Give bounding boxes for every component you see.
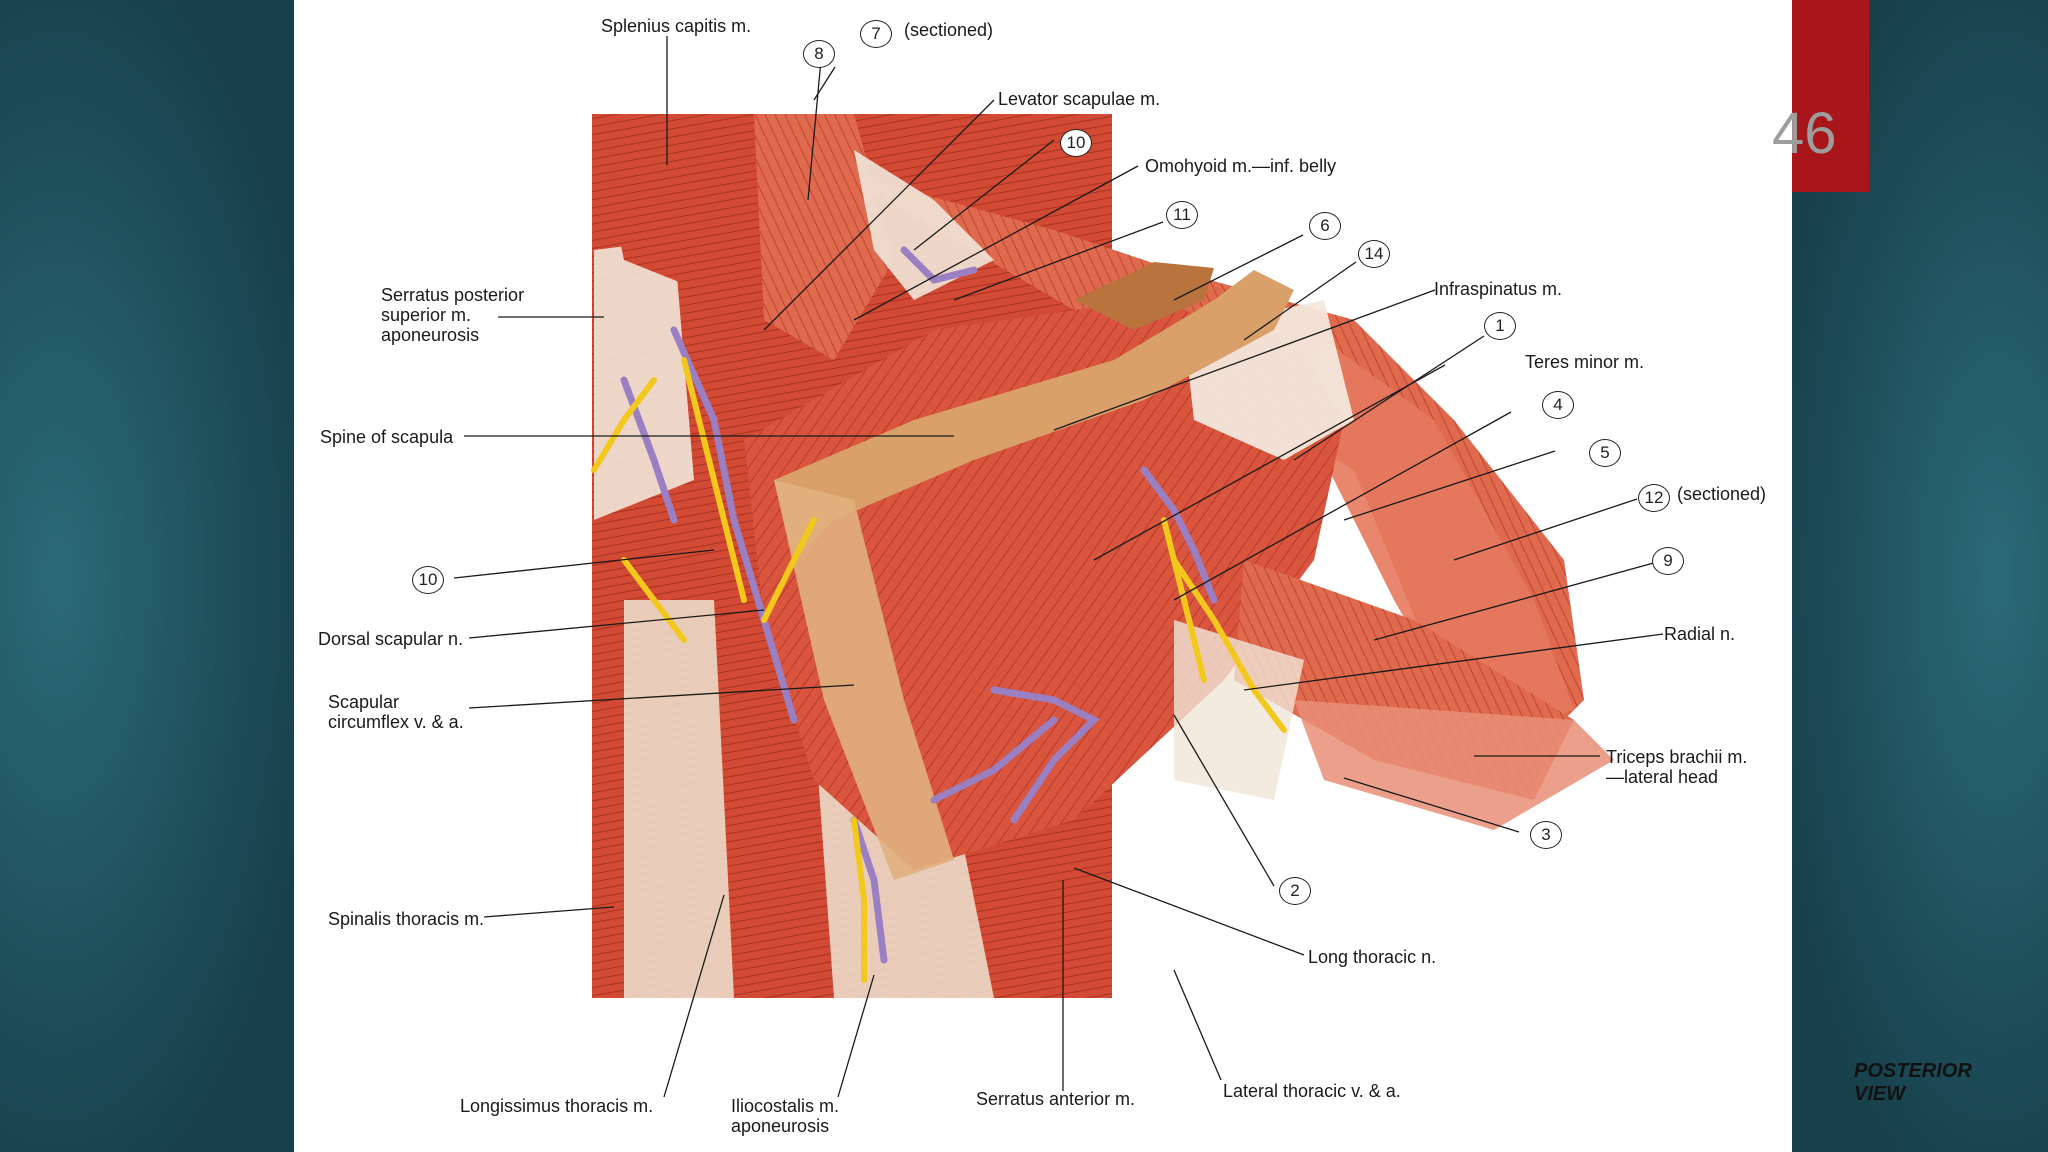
label-splenius-capitis: Splenius capitis m.	[601, 16, 752, 36]
label-spine-of-scapula: Spine of scapula	[320, 427, 454, 447]
label-triceps-lateral-head: Triceps brachii m. —lateral head	[1606, 747, 1748, 787]
slide-background-left	[0, 0, 294, 1152]
view-caption: POSTERIOR VIEW	[1854, 1060, 1972, 1105]
callout-6: 6	[1309, 212, 1341, 240]
label-iliocostalis: Iliocostalis m. aponeurosis	[731, 1096, 840, 1136]
triceps-muscle	[1294, 700, 1614, 830]
page-tab	[1792, 0, 1869, 192]
callout-12: 12	[1638, 484, 1670, 512]
label-infraspinatus: Infraspinatus m.	[1434, 279, 1563, 299]
label-lateral-thoracic: Lateral thoracic v. & a.	[1223, 1081, 1401, 1101]
callout-4: 4	[1542, 391, 1574, 419]
slide-background-right	[1792, 0, 2048, 1152]
callout-8: 8	[803, 40, 835, 68]
callout-7: 7	[860, 20, 892, 48]
callout-10-left: 10	[412, 566, 444, 594]
label-radial: Radial n.	[1664, 624, 1736, 644]
label-omohyoid: Omohyoid m.—inf. belly	[1145, 156, 1337, 176]
callout-11: 11	[1166, 201, 1198, 229]
label-serratus-posterior: Serratus posterior superior m. aponeuros…	[381, 285, 525, 345]
label-long-thoracic: Long thoracic n.	[1308, 947, 1437, 967]
callout-2: 2	[1279, 877, 1311, 905]
leader-lines	[453, 36, 1669, 1098]
label-scapular-circumflex: Scapular circumflex v. & a.	[328, 692, 464, 732]
label-levator-scapulae: Levator scapulae m.	[998, 89, 1161, 109]
callout-1: 1	[1484, 312, 1516, 340]
scapula-bone	[774, 262, 1294, 880]
label-sectioned-7: (sectioned)	[904, 20, 994, 40]
callout-14: 14	[1358, 240, 1390, 268]
callout-10-top: 10	[1060, 129, 1092, 157]
label-sectioned-12: (sectioned)	[1677, 484, 1767, 504]
label-dorsal-scapular: Dorsal scapular n.	[318, 629, 464, 649]
page-number: 46	[1772, 101, 1837, 166]
label-longissimus-thoracis: Longissimus thoracis m.	[460, 1096, 654, 1116]
callout-9: 9	[1652, 547, 1684, 575]
label-serratus-anterior: Serratus anterior m.	[976, 1089, 1136, 1109]
label-teres-minor: Teres minor m.	[1525, 352, 1645, 372]
nerves	[591, 357, 1287, 983]
callout-3: 3	[1530, 821, 1562, 849]
label-spinalis-thoracis: Spinalis thoracis m.	[328, 909, 485, 929]
figure-panel: Splenius capitis m. 7 (sectioned) 8 Leva…	[294, 0, 1972, 1152]
blood-vessels	[620, 246, 1218, 964]
anatomy-illustration	[453, 36, 1669, 1098]
callout-5: 5	[1589, 439, 1621, 467]
